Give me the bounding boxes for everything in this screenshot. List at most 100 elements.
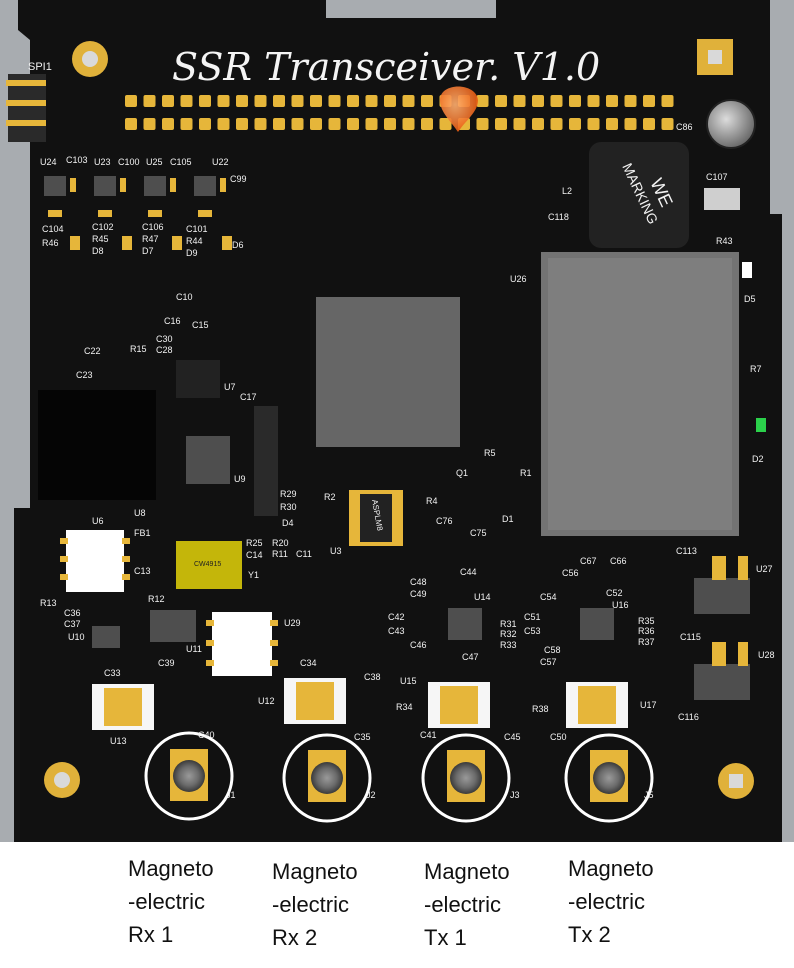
caption-j5: Magneto -electric Tx 2 xyxy=(568,852,708,951)
caption-line: -electric xyxy=(128,889,206,914)
silk-label-c33: C33 xyxy=(104,668,121,678)
silk-label-u17: U17 xyxy=(640,700,657,710)
silk-label-r33: R33 xyxy=(500,640,517,650)
silk-label-c39: C39 xyxy=(158,658,175,668)
silk-label-c53: C53 xyxy=(524,626,541,636)
chip-u12 xyxy=(284,678,346,724)
caption-line: -electric xyxy=(568,889,646,914)
silk-label-c38: C38 xyxy=(364,672,381,682)
silk-label-c44: C44 xyxy=(460,567,477,577)
silk-label-c106: C106 xyxy=(142,222,164,232)
silk-label-r46: R46 xyxy=(42,238,59,248)
chip-u13 xyxy=(92,684,154,730)
chip-u16 xyxy=(580,608,614,640)
silk-label-u8: U8 xyxy=(134,508,146,518)
crystal-y1: CW4915 xyxy=(176,541,242,589)
chip-u3: ASPLM8 xyxy=(349,490,403,546)
led-d2 xyxy=(756,418,766,432)
silk-label-r2: R2 xyxy=(324,492,336,502)
caption-line: Tx 2 xyxy=(568,922,611,947)
silk-label-r1: R1 xyxy=(520,468,532,478)
silk-label-c43: C43 xyxy=(388,626,405,636)
silk-label-j2: J2 xyxy=(366,790,376,800)
silk-label-c22: C22 xyxy=(84,346,101,356)
silk-label-u12: U12 xyxy=(258,696,275,706)
silk-label-c54: C54 xyxy=(540,592,557,602)
silk-label-c104: C104 xyxy=(42,224,64,234)
silk-label-j5: J5 xyxy=(644,790,654,800)
silk-label-c50: C50 xyxy=(550,732,567,742)
silk-label-u27: U27 xyxy=(756,564,773,574)
silk-label-u26: U26 xyxy=(510,274,527,284)
caption-line: -electric xyxy=(272,892,350,917)
silk-label-c113: C113 xyxy=(676,546,697,556)
fpga-chip xyxy=(316,297,460,447)
spi1-label: SPI1 xyxy=(28,61,52,73)
silk-label-c35: C35 xyxy=(354,732,371,742)
silk-label-u16: U16 xyxy=(612,600,629,610)
silk-label-d2: D2 xyxy=(752,454,764,464)
silk-label-c86: C86 xyxy=(676,122,693,132)
silk-label-u15: U15 xyxy=(400,676,417,686)
silk-label-c42: C42 xyxy=(388,612,405,622)
silk-label-r13: R13 xyxy=(40,598,57,608)
silk-label-d5: D5 xyxy=(744,294,756,304)
caption-line: Rx 1 xyxy=(128,922,174,947)
chip-u14 xyxy=(448,608,482,640)
silk-label-r44: R44 xyxy=(186,236,203,246)
silk-label-c102: C102 xyxy=(92,222,114,232)
sma-connector-j2 xyxy=(282,733,372,823)
silk-label-r34: R34 xyxy=(396,702,413,712)
chip-u15 xyxy=(428,682,490,728)
module-u6 xyxy=(60,530,130,592)
silk-label-d6: D6 xyxy=(232,240,244,250)
silk-label-d1: D1 xyxy=(502,514,514,524)
silk-label-c46: C46 xyxy=(410,640,427,650)
silk-label-c56: C56 xyxy=(562,568,579,578)
silk-label-c34: C34 xyxy=(300,658,317,668)
silk-label-c51: C51 xyxy=(524,612,541,622)
silk-label-d4: D4 xyxy=(282,518,294,528)
mounting-hole-bottom-right xyxy=(718,763,754,799)
silk-label-c118: C118 xyxy=(548,212,569,222)
probe-marker xyxy=(440,86,478,132)
silk-label-r45: R45 xyxy=(92,234,109,244)
silk-label-c36: C36 xyxy=(64,608,81,618)
silk-label-u13: U13 xyxy=(110,736,127,746)
silk-label-fb1: FB1 xyxy=(134,528,151,538)
caption-j3: Magneto -electric Tx 1 xyxy=(424,855,564,954)
caption-j1: Magneto -electric Rx 1 xyxy=(128,852,268,951)
silk-label-c37: C37 xyxy=(64,619,81,629)
silk-label-c30: C30 xyxy=(156,334,173,344)
silk-label-c105: C105 xyxy=(170,157,192,167)
caption-line: Magneto xyxy=(128,856,214,881)
silk-label-r11: R11 xyxy=(272,549,288,559)
silk-label-c67: C67 xyxy=(580,556,597,566)
crystal-marking: CW4915 xyxy=(194,561,221,568)
silk-label-c40: C40 xyxy=(198,730,215,740)
pad-column xyxy=(254,406,278,516)
silk-label-q1: Q1 xyxy=(456,468,468,478)
capacitor-c107 xyxy=(704,188,740,210)
silk-label-c101: C101 xyxy=(186,224,208,234)
silk-label-r32: R32 xyxy=(500,629,517,639)
silk-label-r30: R30 xyxy=(280,502,297,512)
silk-label-c49: C49 xyxy=(410,589,427,599)
silk-label-c103: C103 xyxy=(66,155,88,165)
silk-label-u14: U14 xyxy=(474,592,491,602)
silk-label-u28: U28 xyxy=(758,650,775,660)
sma-connector-j1 xyxy=(144,731,234,821)
silk-label-c58: C58 xyxy=(544,645,561,655)
silk-label-r15: R15 xyxy=(130,344,147,354)
caption-line: Magneto xyxy=(568,856,654,881)
silk-label-c76: C76 xyxy=(436,516,453,526)
silk-label-c115: C115 xyxy=(680,632,701,642)
silk-label-u9: U9 xyxy=(234,474,246,484)
sma-connector-j3 xyxy=(421,733,511,823)
mounting-hole-bottom-left xyxy=(44,762,80,798)
silk-label-d7: D7 xyxy=(142,246,154,256)
caption-line: -electric xyxy=(424,892,502,917)
capacitor-c86 xyxy=(706,99,756,149)
silk-label-u6: U6 xyxy=(92,516,104,526)
amp-row xyxy=(44,176,232,250)
